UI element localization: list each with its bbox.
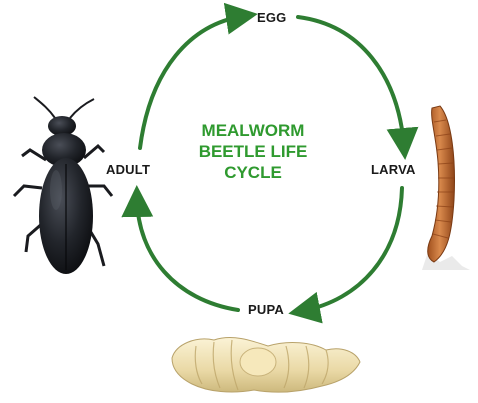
larva-image: [422, 106, 470, 270]
arrow-pupa-to-adult: [137, 199, 238, 310]
title-line-1: MEALWORM: [185, 120, 321, 141]
stage-label-adult: ADULT: [106, 162, 150, 177]
pupa-image: [172, 338, 360, 393]
adult-beetle-image: [14, 97, 112, 274]
title-line-2: BEETLE LIFE: [185, 141, 321, 162]
arrow-larva-to-pupa: [302, 188, 402, 311]
stage-label-larva: LARVA: [371, 162, 416, 177]
title-line-3: CYCLE: [185, 162, 321, 183]
stage-label-egg: EGG: [257, 10, 287, 25]
diagram-title: MEALWORM BEETLE LIFE CYCLE: [185, 120, 321, 183]
stage-label-pupa: PUPA: [248, 302, 284, 317]
